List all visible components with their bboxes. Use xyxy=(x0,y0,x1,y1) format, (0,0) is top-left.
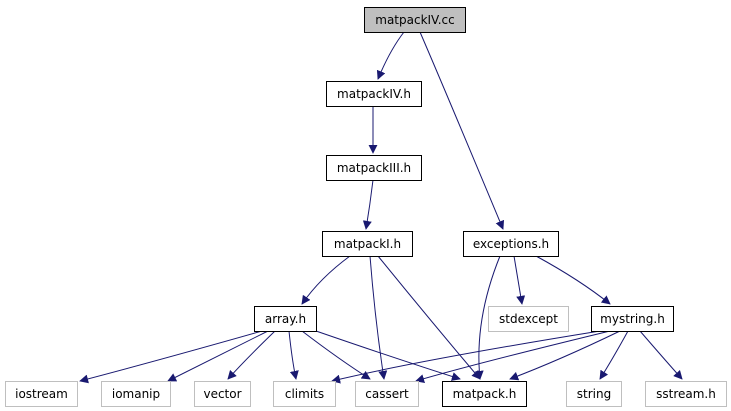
node-matpack-h[interactable]: matpack.h xyxy=(442,381,527,407)
node-array-h[interactable]: array.h xyxy=(254,306,317,332)
edge-matpackI-h-to-matpack-h xyxy=(377,255,481,380)
edge-mystring-h-to-matpack-h xyxy=(509,330,621,381)
edge-array-h-to-vector xyxy=(227,330,276,380)
edges-layer xyxy=(79,31,683,384)
node-box xyxy=(194,381,251,407)
node-matpackIV-cc[interactable]: matpackIV.cc xyxy=(364,7,466,33)
node-label: matpackIV.h xyxy=(337,87,411,101)
node-box xyxy=(273,381,336,407)
edge-exceptions-h-to-matpack-h xyxy=(474,255,501,380)
node-label: sstream.h xyxy=(656,387,716,401)
edge-matpackIV-cc-to-matpackIV-h xyxy=(376,31,405,80)
edge-mystring-h-to-sstream-h xyxy=(639,330,683,380)
nodes-layer: matpackIV.cc matpackIV.h matpackIII.h matpa… xyxy=(5,7,727,407)
edge-mystring-h-to-string xyxy=(599,330,629,380)
edge-matpackI-h-to-cassert xyxy=(369,255,388,380)
node-label: matpackIII.h xyxy=(337,161,411,175)
node-label: iostream xyxy=(15,387,68,401)
node-box xyxy=(355,381,419,407)
node-label: vector xyxy=(203,387,241,401)
node-label: string xyxy=(577,387,611,401)
node-mystring-h[interactable]: mystring.h xyxy=(591,306,674,332)
edge-mystring-h-to-climits xyxy=(331,330,601,384)
node-box xyxy=(645,381,727,407)
node-matpackIV-h[interactable]: matpackIV.h xyxy=(326,81,422,107)
edge-array-h-to-iostream xyxy=(79,330,263,384)
node-label: climits xyxy=(285,387,324,401)
node-box xyxy=(326,81,422,107)
edge-matpackIV-cc-to-exceptions-h xyxy=(419,31,505,230)
edge-array-h-to-matpack-h xyxy=(315,330,461,381)
edge-exceptions-h-to-mystring-h xyxy=(535,255,611,305)
node-box xyxy=(566,381,622,407)
edge-exceptions-h-to-stdexcept xyxy=(513,255,526,305)
node-box xyxy=(488,306,569,332)
node-label: matpack.h xyxy=(453,387,517,401)
edge-array-h-to-cassert xyxy=(301,330,371,380)
node-box xyxy=(442,381,527,407)
edge-matpackI-h-to-array-h xyxy=(301,255,351,305)
edge-mystring-h-to-cassert xyxy=(415,330,611,384)
node-climits: climits xyxy=(273,381,336,407)
node-label: exceptions.h xyxy=(473,237,549,251)
node-box xyxy=(591,306,674,332)
edge-array-h-to-climits xyxy=(288,330,299,380)
node-exceptions-h[interactable]: exceptions.h xyxy=(463,231,559,257)
node-stdexcept: stdexcept xyxy=(488,306,569,332)
node-matpackI-h[interactable]: matpackI.h xyxy=(322,231,413,257)
node-iostream: iostream xyxy=(5,381,78,407)
edge-matpackIII-h-to-matpackI-h xyxy=(362,179,374,230)
edge-array-h-to-iomanip xyxy=(167,330,269,382)
node-label: array.h xyxy=(265,312,306,326)
node-string: string xyxy=(566,381,622,407)
node-matpackIII-h[interactable]: matpackIII.h xyxy=(326,155,422,181)
node-box xyxy=(101,381,171,407)
node-box xyxy=(463,231,559,257)
node-label: cassert xyxy=(365,387,409,401)
node-box xyxy=(5,381,78,407)
node-label: matpackI.h xyxy=(334,237,401,251)
node-box xyxy=(326,155,422,181)
node-sstream-h: sstream.h xyxy=(645,381,727,407)
node-box xyxy=(254,306,317,332)
node-label: mystring.h xyxy=(600,312,665,326)
node-vector: vector xyxy=(194,381,251,407)
node-box xyxy=(364,7,466,33)
node-iomanip: iomanip xyxy=(101,381,171,407)
node-label: stdexcept xyxy=(499,312,558,326)
node-label: iomanip xyxy=(112,387,160,401)
node-box xyxy=(322,231,413,257)
node-label: matpackIV.cc xyxy=(375,13,454,27)
node-cassert: cassert xyxy=(355,381,419,407)
